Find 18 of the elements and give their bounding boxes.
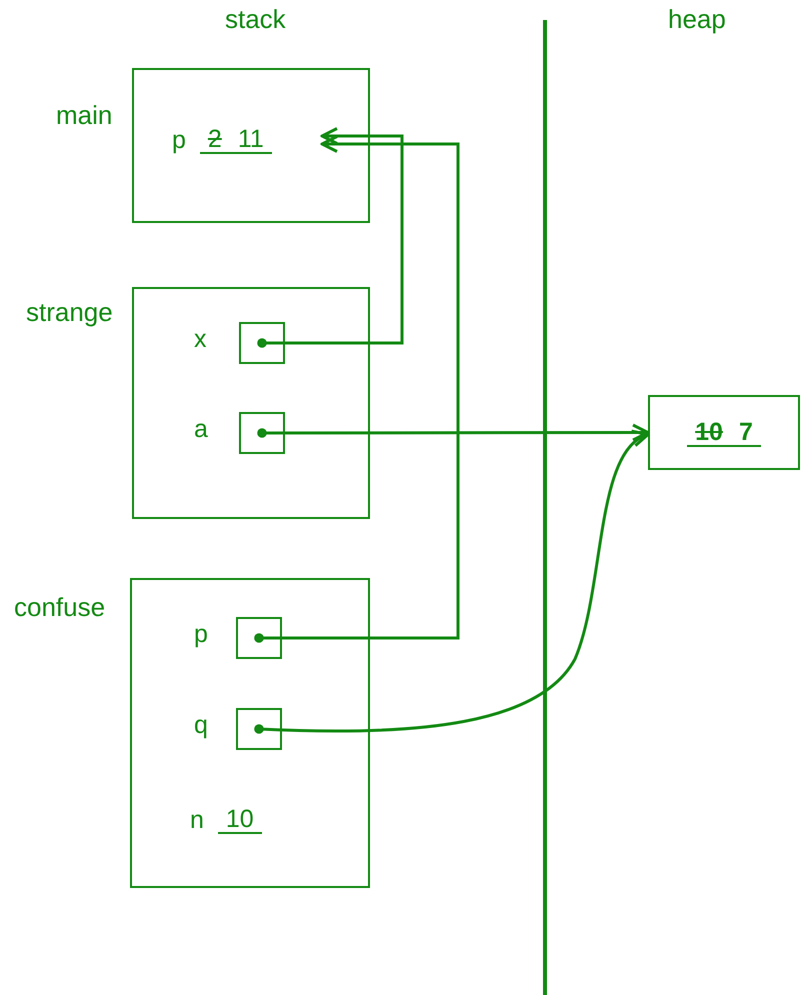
value: 7 — [730, 418, 761, 446]
variable-name: a — [194, 415, 208, 444]
value: 10 — [218, 806, 262, 834]
pointer-arrow — [257, 127, 404, 348]
column-heading: stack — [225, 4, 286, 35]
variable-name: p — [172, 126, 186, 154]
variable-name: n — [190, 806, 204, 834]
frame-name: main — [56, 100, 112, 131]
variable-name: q — [194, 711, 208, 740]
frame-name: strange — [26, 297, 113, 328]
crossed-out-value: 2 — [200, 126, 230, 154]
frame-name: confuse — [14, 592, 106, 623]
variable-name: p — [194, 620, 208, 649]
heap-object — [648, 395, 800, 470]
crossed-out-value: 10 — [687, 418, 731, 446]
column-heading: heap — [668, 4, 726, 35]
value: 11 — [230, 126, 272, 154]
variable-name: x — [194, 325, 206, 354]
